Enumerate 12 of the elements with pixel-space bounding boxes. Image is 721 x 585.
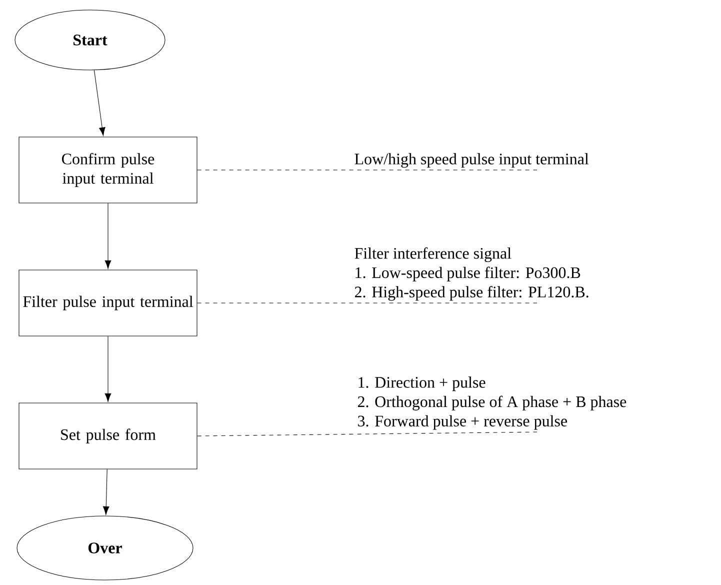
annotation-text: Low/high speed pulse input terminal <box>354 153 589 168</box>
leader-line <box>197 432 538 436</box>
annotation-text: 1. Direction + pulse 2. Orthogonal pulse of A phase + B phase 3. Forward pulse + reverse pulse <box>358 376 626 430</box>
arrow <box>104 203 112 269</box>
process-box: Set pulse form <box>18 402 198 470</box>
process-box: Confirm pulse input terminal <box>18 136 198 204</box>
arrow <box>94 70 106 136</box>
annotation-text: Filter interference signal 1. Low-speed pulse filter: Po300.B 2. High-speed pulse filter: PL120.B. <box>354 247 588 301</box>
arrow <box>104 336 112 402</box>
process-box: Filter pulse input terminal <box>18 270 198 336</box>
leader-line <box>197 302 538 304</box>
arrow <box>102 468 110 515</box>
